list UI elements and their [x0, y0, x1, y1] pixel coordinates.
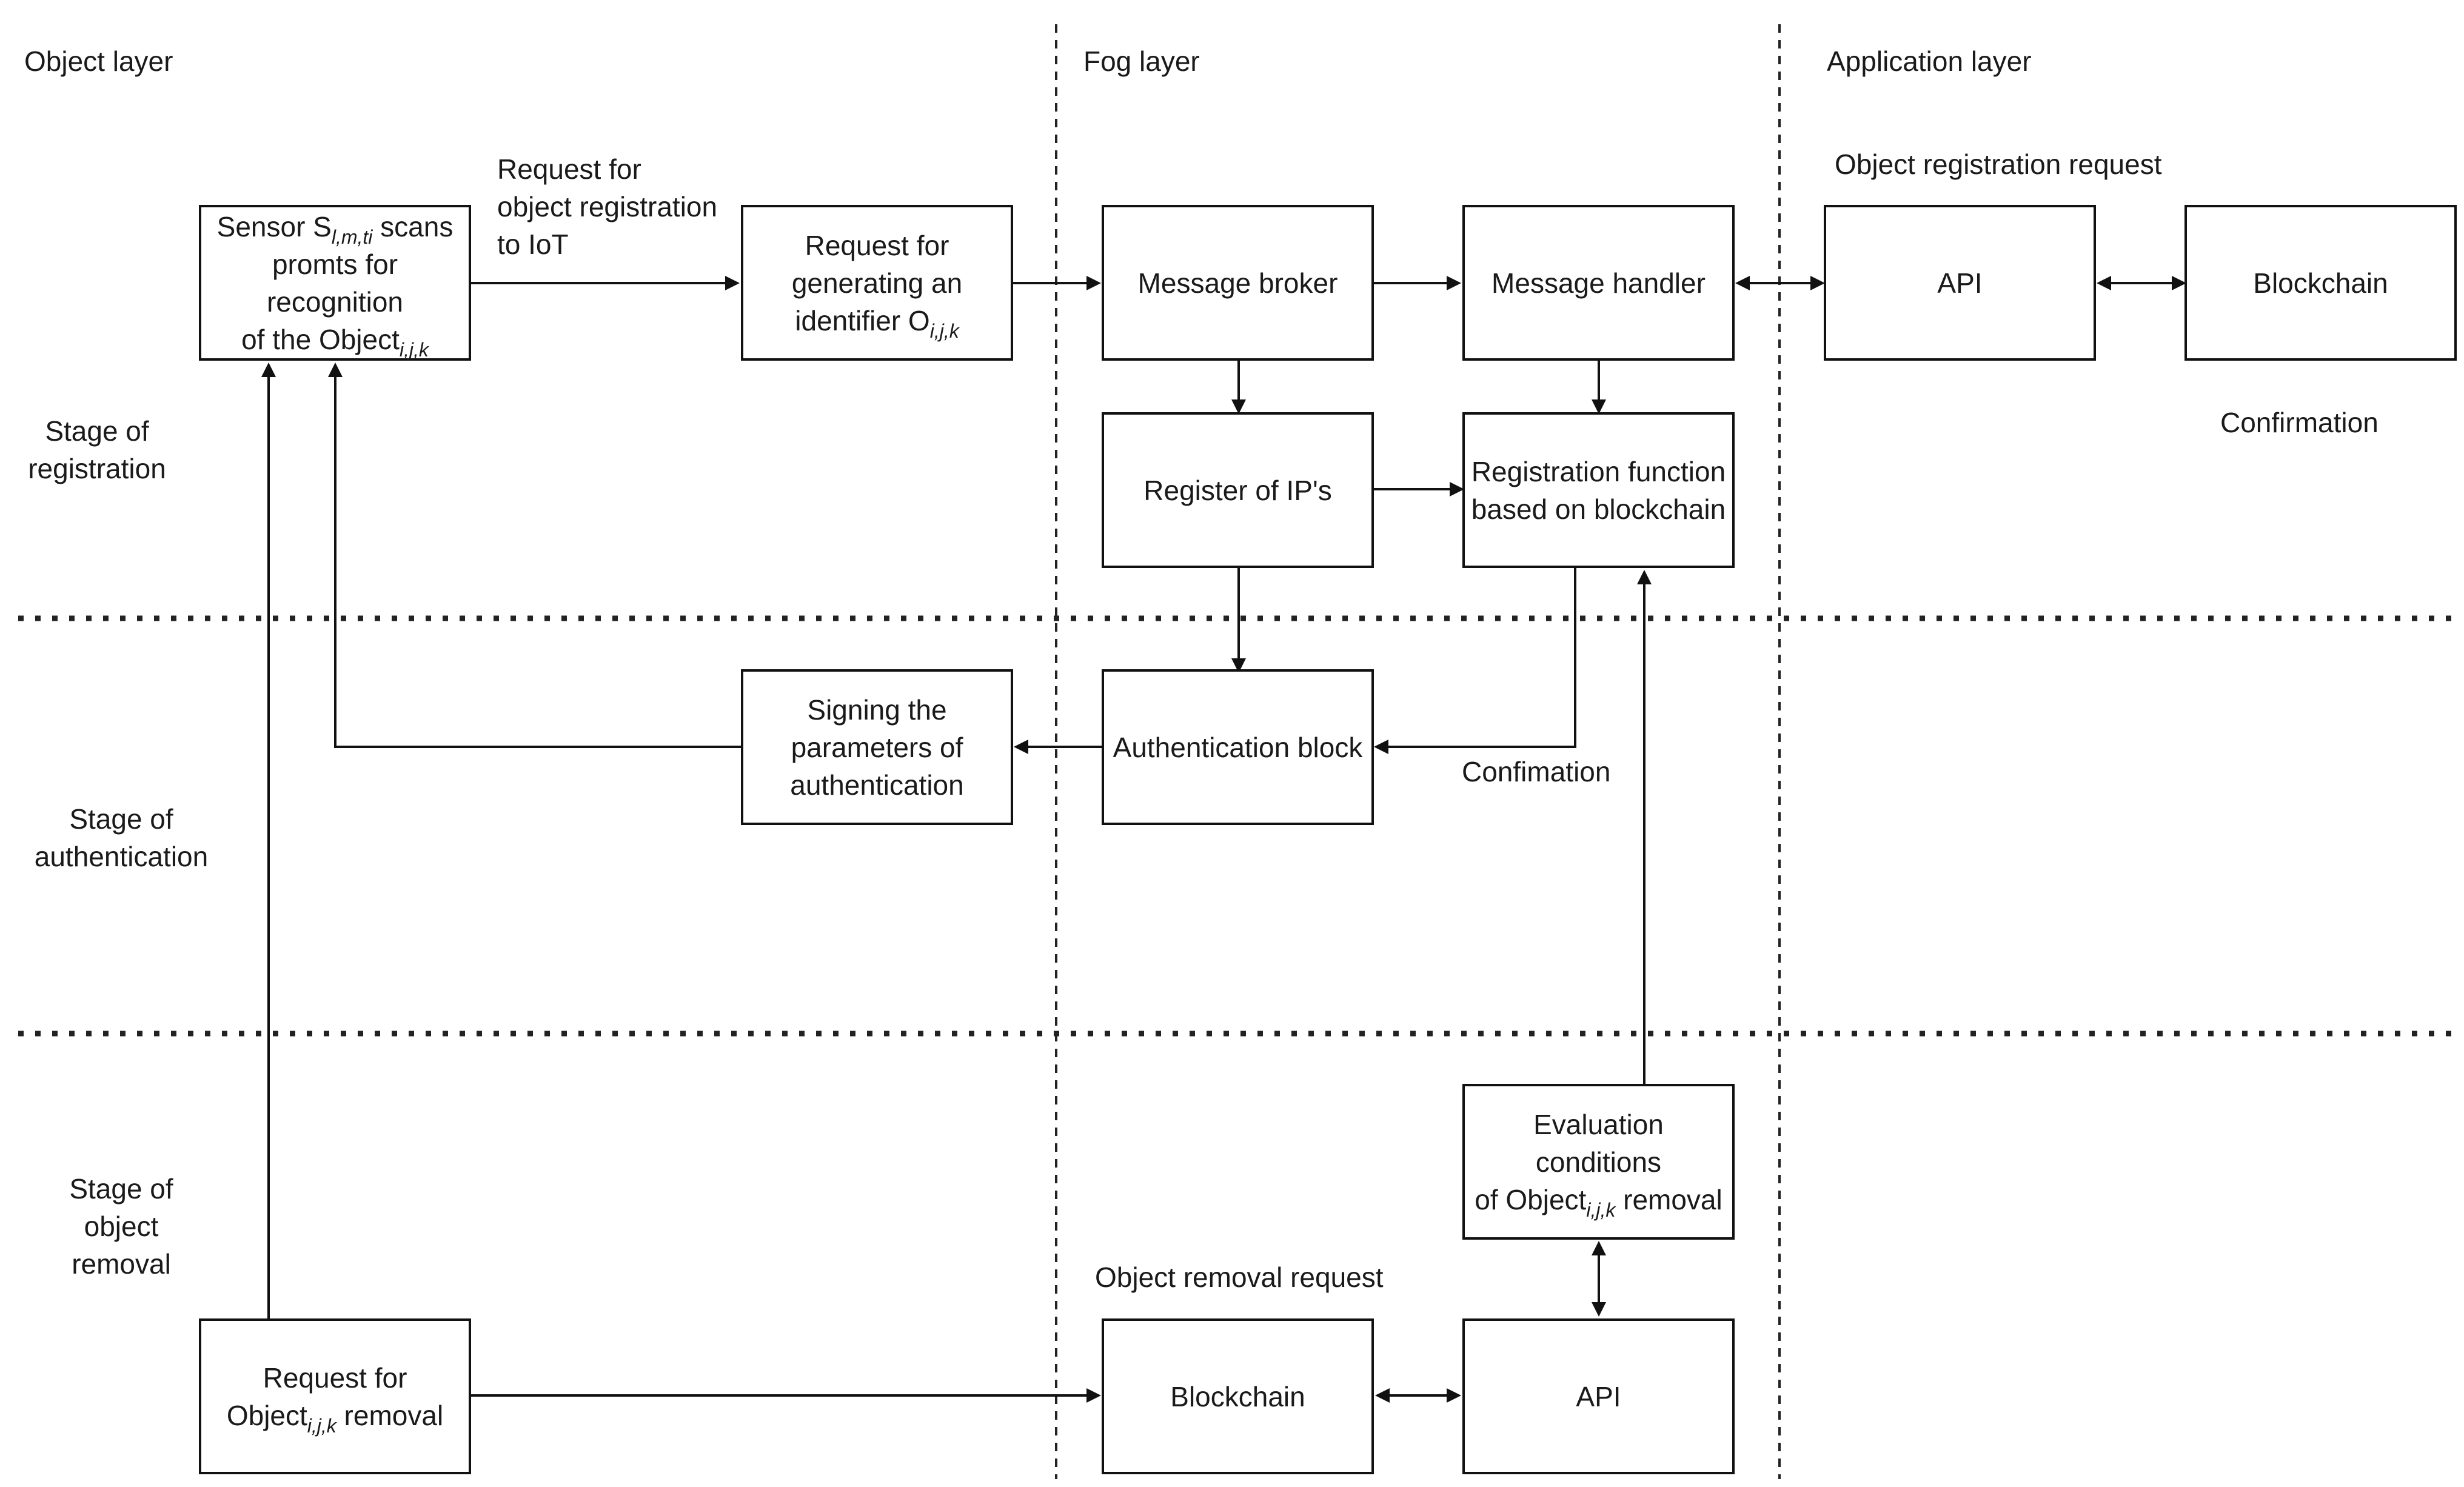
authentication-block-box: Authentication block	[1102, 669, 1374, 825]
stage-authentication-line-1: Stage of	[69, 803, 173, 835]
sensor-line-1-subscript: l,m,ti	[331, 226, 373, 248]
arrowhead-blockchain-bottom-right	[1375, 1388, 1390, 1403]
stage-removal-line-1: Stage of	[69, 1173, 173, 1205]
arrowhead-message-handler	[1447, 276, 1461, 290]
stage-removal-line-2: object	[84, 1211, 159, 1242]
arrowhead-api-top-left	[2097, 276, 2111, 290]
arrowhead-api-bottom-top	[1592, 1302, 1606, 1317]
api-bottom-box: API	[1462, 1318, 1735, 1474]
stage-registration-label: Stage of registration	[18, 412, 176, 487]
arrowhead-api-bottom	[1447, 1388, 1461, 1403]
request-for-registration-line-1: Request for	[497, 153, 641, 185]
sensor-line-2: promts for recognition	[266, 248, 404, 318]
evaluation-line-2: of Object	[1475, 1183, 1587, 1215]
arrow-registration-function-to-authentication-block	[1382, 567, 1576, 748]
signing-line-3: authentication	[790, 769, 964, 801]
stage-registration-line-1: Stage of	[45, 415, 149, 447]
evaluation-box: Evaluation conditions of Objecti,j,k rem…	[1462, 1084, 1735, 1240]
message-handler-label: Message handler	[1491, 267, 1706, 299]
arrowhead-signing	[1014, 740, 1028, 754]
arrowhead-authentication-block-right	[1374, 740, 1388, 754]
request-identifier-line-2: generating an	[791, 267, 963, 299]
arrowhead-register	[1231, 399, 1246, 414]
request-removal-line-1: Request for	[263, 1362, 407, 1394]
message-handler-box: Message handler	[1462, 205, 1735, 361]
register-ips-label: Register of IP's	[1143, 474, 1332, 506]
arrowhead-evaluation-bottom	[1592, 1241, 1606, 1255]
request-removal-line-2: Object	[226, 1399, 307, 1431]
authentication-block-label: Authentication block	[1113, 731, 1363, 763]
arrowhead-message-handler-left	[1735, 276, 1750, 290]
arrowhead-message-broker	[1086, 276, 1101, 290]
signing-line-2: parameters of	[791, 731, 963, 763]
register-ips-box: Register of IP's	[1102, 412, 1374, 568]
arrowhead-api-top	[1810, 276, 1825, 290]
arrowhead-authentication-block-top	[1231, 658, 1246, 673]
evaluation-line-2-tail: removal	[1615, 1183, 1722, 1215]
signing-line-1: Signing the	[807, 693, 947, 726]
blockchain-bottom-box: Blockchain	[1102, 1318, 1374, 1474]
api-top-box: API	[1824, 205, 2096, 361]
blockchain-bottom-label: Blockchain	[1170, 1380, 1305, 1412]
fog-layer-title: Fog layer	[1083, 45, 1200, 77]
request-identifier-line-3-subscript: i,j,k	[929, 319, 959, 342]
application-layer-title: Application layer	[1827, 45, 2032, 77]
api-top-label: API	[1937, 267, 1983, 299]
stage-authentication-label: Stage of authentication	[30, 800, 212, 875]
arrowhead-blockchain-top	[2172, 276, 2186, 290]
request-removal-line-2-subscript: i,j,k	[307, 1414, 336, 1437]
sensor-box: Sensor Sl,m,ti scans promts for recognit…	[199, 205, 471, 361]
sensor-line-3-subscript: i,j,k	[399, 338, 429, 361]
arrowhead-registration-function-top	[1592, 399, 1606, 414]
request-removal-line-2-tail: removal	[336, 1399, 444, 1431]
message-broker-label: Message broker	[1137, 267, 1338, 299]
object-registration-request-label: Object registration request	[1835, 149, 2162, 180]
blockchain-top-box: Blockchain	[2184, 205, 2457, 361]
confirmation-label: Confirmation	[2220, 407, 2379, 438]
evaluation-line-2-subscript: i,j,k	[1586, 1198, 1616, 1221]
object-removal-request-label: Object removal request	[1095, 1261, 1384, 1293]
arrowhead-registration-function-left	[1450, 482, 1464, 496]
stage-removal-label: Stage of object removal	[49, 1170, 194, 1283]
stage-authentication-line-2: authentication	[34, 841, 209, 872]
request-identifier-line-3: identifier O	[795, 304, 930, 336]
registration-function-box: Registration function based on blockchai…	[1462, 412, 1735, 568]
request-identifier-line-1: Request for	[805, 229, 949, 261]
request-for-registration-line-3: to IoT	[497, 229, 569, 260]
stage-removal-line-3: removal	[72, 1248, 171, 1280]
object-layer-title: Object layer	[24, 45, 173, 77]
api-bottom-label: API	[1576, 1380, 1621, 1412]
request-identifier-box: Request for generating an identifier Oi,…	[741, 205, 1013, 361]
registration-function-line-1: Registration function	[1471, 455, 1726, 487]
evaluation-line-1: Evaluation conditions	[1533, 1108, 1664, 1178]
request-for-registration-label: Request for object registration to IoT	[497, 150, 717, 263]
arrow-signing-to-sensor	[334, 371, 741, 748]
sensor-line-1-tail: scans	[372, 210, 454, 242]
request-for-registration-line-2: object registration	[497, 191, 718, 222]
arrowhead-request-identifier	[725, 276, 740, 290]
arrowhead-registration-function-bottom	[1637, 570, 1652, 584]
registration-function-line-2: based on blockchain	[1471, 493, 1726, 525]
arrowhead-sensor-right	[328, 363, 343, 377]
signing-box: Signing the parameters of authentication	[741, 669, 1013, 825]
stage-registration-line-2: registration	[28, 453, 166, 484]
arrowhead-blockchain-bottom	[1086, 1388, 1101, 1403]
blockchain-top-label: Blockchain	[2253, 267, 2388, 299]
sensor-line-3: of the Object	[241, 323, 400, 355]
message-broker-box: Message broker	[1102, 205, 1374, 361]
sensor-line-1: Sensor S	[216, 210, 332, 242]
request-removal-box: Request for Objecti,j,k removal	[199, 1318, 471, 1474]
confimation-label: Confimation	[1462, 756, 1611, 787]
arrowhead-sensor-left	[261, 363, 276, 377]
